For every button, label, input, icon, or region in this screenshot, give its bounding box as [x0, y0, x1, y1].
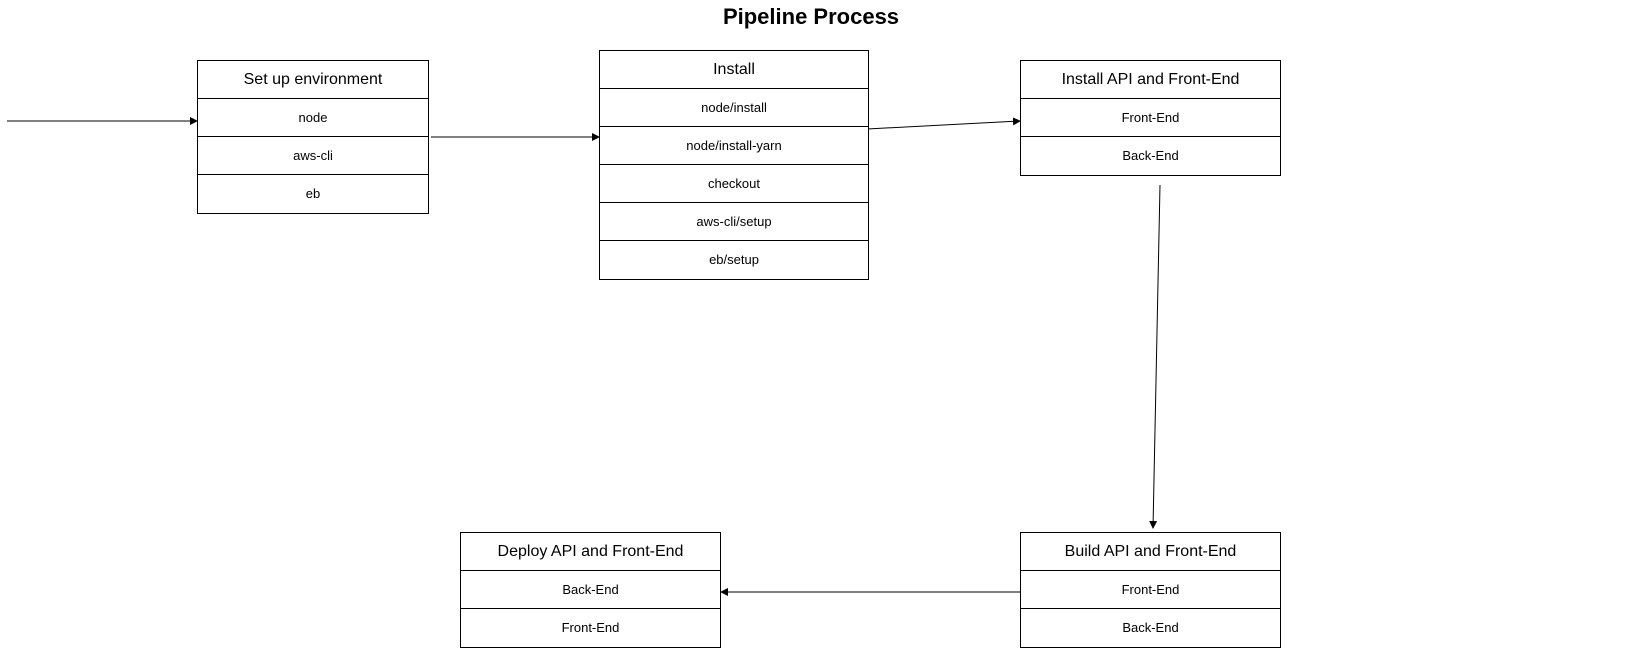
- edge-install-to-install-api: [866, 117, 1021, 130]
- box-row: eb/setup: [709, 252, 759, 267]
- box-deploy-api-and-front-end[interactable]: Deploy API and Front-End Back-End Front-…: [460, 532, 721, 648]
- box-row: Front-End: [1021, 571, 1280, 609]
- box-row: Back-End: [461, 571, 720, 609]
- box-row: node: [198, 99, 428, 137]
- edge-install-api-to-build: [1149, 184, 1161, 529]
- box-header: Build API and Front-End: [1021, 533, 1280, 571]
- box-row: eb: [305, 186, 321, 201]
- box-row: Back-End: [1122, 620, 1179, 635]
- box-row: aws-cli: [198, 137, 428, 175]
- box-install[interactable]: Install node/install node/install-yarn c…: [599, 50, 869, 280]
- box-build-api-and-front-end[interactable]: Build API and Front-End Front-End Back-E…: [1020, 532, 1281, 648]
- box-row: checkout: [600, 165, 868, 203]
- box-header: Install: [600, 51, 868, 89]
- box-row: node/install: [600, 89, 868, 127]
- box-set-up-environment[interactable]: Set up environment node aws-cli eb: [197, 60, 429, 214]
- box-row: node/install-yarn: [600, 127, 868, 165]
- box-header: Install API and Front-End: [1021, 61, 1280, 99]
- box-header: Set up environment: [198, 61, 428, 99]
- box-row: Front-End: [1021, 99, 1280, 137]
- diagram-title: Pipeline Process: [722, 4, 900, 29]
- box-header: Deploy API and Front-End: [461, 533, 720, 571]
- box-install-api-and-front-end[interactable]: Install API and Front-End Front-End Back…: [1020, 60, 1281, 176]
- box-row: Back-End: [1122, 148, 1179, 163]
- box-row: aws-cli/setup: [600, 203, 868, 241]
- box-row: Front-End: [561, 620, 620, 635]
